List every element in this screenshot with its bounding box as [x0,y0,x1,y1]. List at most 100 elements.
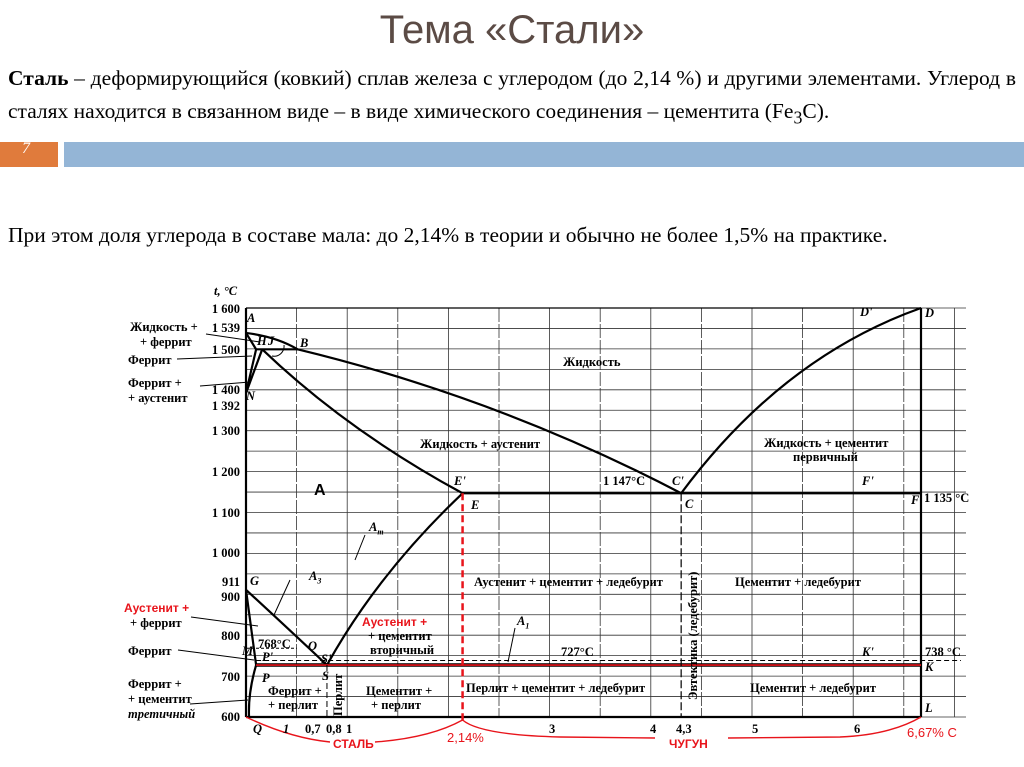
line-A1-sub: 1 [525,621,530,631]
line-A1-label: A [517,614,526,628]
region-liquid-cementite: Жидкость + цементит [764,436,889,450]
line-GS [245,588,328,666]
label-ferrite-cementite: + цементит [128,692,192,706]
region-austenite: A [314,482,326,499]
point-F: F [911,493,920,507]
y-tick: 1 200 [211,465,240,479]
point-G: G [250,574,260,588]
x-tick: Q [253,722,263,736]
paragraph-carbon-share: При этом доля углерода в составе мала: д… [8,223,888,247]
point-D-prime: D' [860,305,873,319]
temp-1135: 1 135 °C [924,491,970,505]
region-eutectic: Эвтектика (ледебурит) [686,571,700,700]
line-A1: A1 [517,614,529,634]
y-tick: 1 000 [211,546,240,560]
x-tick: 1 [283,722,290,736]
label-ferrite-top: Феррит [128,353,172,367]
region-ferrite-pearlite: + перлит [268,698,318,712]
region-austenite-secondary-cementite: Аустенит + [362,615,428,629]
region-liquid-austenite: Жидкость + аустенит [420,437,541,451]
x-tick: 0,7 [305,722,321,736]
point-E: E [471,498,480,512]
point-C: C [685,497,694,511]
label-ferrite-cementite: третичный [128,707,196,721]
label-ferrite-cementite: Феррит + [128,677,182,691]
line-A3: A3 [309,569,321,589]
point-K-prime: K' [862,645,874,659]
definition-tail: C). [802,98,830,123]
point-P: P [262,671,270,685]
x-tick: 6 [854,722,861,736]
cast-iron-brace-right [727,716,922,739]
annotation-steel: СТАЛЬ [333,737,374,751]
x-tick: 0,8 [326,722,342,736]
annotation-cementite-limit: 6,67% С [907,725,957,740]
point-D: D [925,306,935,320]
cast-iron-brace-left [462,719,656,739]
region-austenite-secondary-cementite: вторичный [370,643,435,657]
line-ES [325,492,464,666]
region-pearlite-cementite-ledeburite: Перлит + цементит + ледебурит [466,681,646,695]
line-Am-sub: m [377,527,384,537]
point-N: N [246,389,256,403]
region-cementite-pearlite: Цементит + [366,684,433,698]
line-A3-sub: 3 [317,576,322,586]
steel-brace-left [245,716,331,743]
region-austenite-secondary-cementite: + цементит [368,629,432,643]
point-P-prime: P' [262,650,274,664]
y-tick: 1 392 [211,399,240,413]
line-Am: Am [369,520,384,540]
annotation-cast-iron: ЧУГУН [669,737,708,751]
point-M: M [242,644,254,658]
y-tick: 1 300 [211,424,240,438]
temp-738: 738 °C [925,645,961,659]
y-tick: 600 [221,710,240,724]
region-ferrite-pearlite: Феррит + [268,684,322,698]
point-E-prime: E' [454,474,466,488]
y-tick: 1 539 [211,321,240,335]
liquidus-CD [680,306,922,494]
x-tick: 3 [549,722,556,736]
y-tick: 911 [221,575,240,589]
x-tick: 5 [752,722,759,736]
y-tick: 1 600 [211,302,240,316]
point-C-prime: C' [672,474,684,488]
paragraph-definition: Сталь – деформирующийся (ковкий) сплав ж… [8,62,1016,133]
slide-number: 7 [22,140,30,157]
label-liquid-ferrite: + феррит [140,335,192,349]
temp-727: 727°C [561,645,594,659]
label-ferrite-austenite: Феррит + [128,376,182,390]
label-liquid-ferrite: Жидкость + [130,320,198,334]
region-liquid: Жидкость [563,355,621,369]
region-liquid-cementite: первичный [793,450,858,464]
label-austenite-ferrite: Аустенит + [124,601,190,615]
point-S-prime: S' [321,652,332,666]
line-GPQ [244,589,258,718]
region-pearlite: Перлит [331,673,345,716]
label-ferrite-low: Феррит [128,644,172,658]
y-tick: 800 [221,629,240,643]
region-austenite-cementite-ledeburite: Аустенит + цементит + ледебурит [474,575,663,589]
slide-number-box [0,142,58,167]
point-A: A [247,311,256,325]
y-tick: 1 100 [211,506,240,520]
point-K: K [925,660,934,674]
steel-brace-right [374,719,463,743]
annotation-steel-limit: 2,14% [447,730,484,745]
label-ferrite-austenite: + аустенит [128,391,188,405]
point-O: O [308,639,318,653]
subscript: 3 [793,106,803,127]
slide-title: Тема «Стали» [379,8,645,52]
line-A3-label: A [309,569,318,583]
header-accent-bar [64,142,1024,167]
y-tick: 900 [221,590,240,604]
liquidus-ABC [245,331,682,495]
line-Am-label: A [369,520,378,534]
point-F-prime: F' [862,474,874,488]
y-tick: 1 500 [211,343,240,357]
region-cementite-pearlite: + перлит [371,698,421,712]
temp-768: 768°C [258,637,291,651]
point-L: L [925,701,933,715]
region-cementite-ledeburite-upper: Цементит + ледебурит [735,575,861,589]
y-axis-label: t, °C [214,284,238,298]
